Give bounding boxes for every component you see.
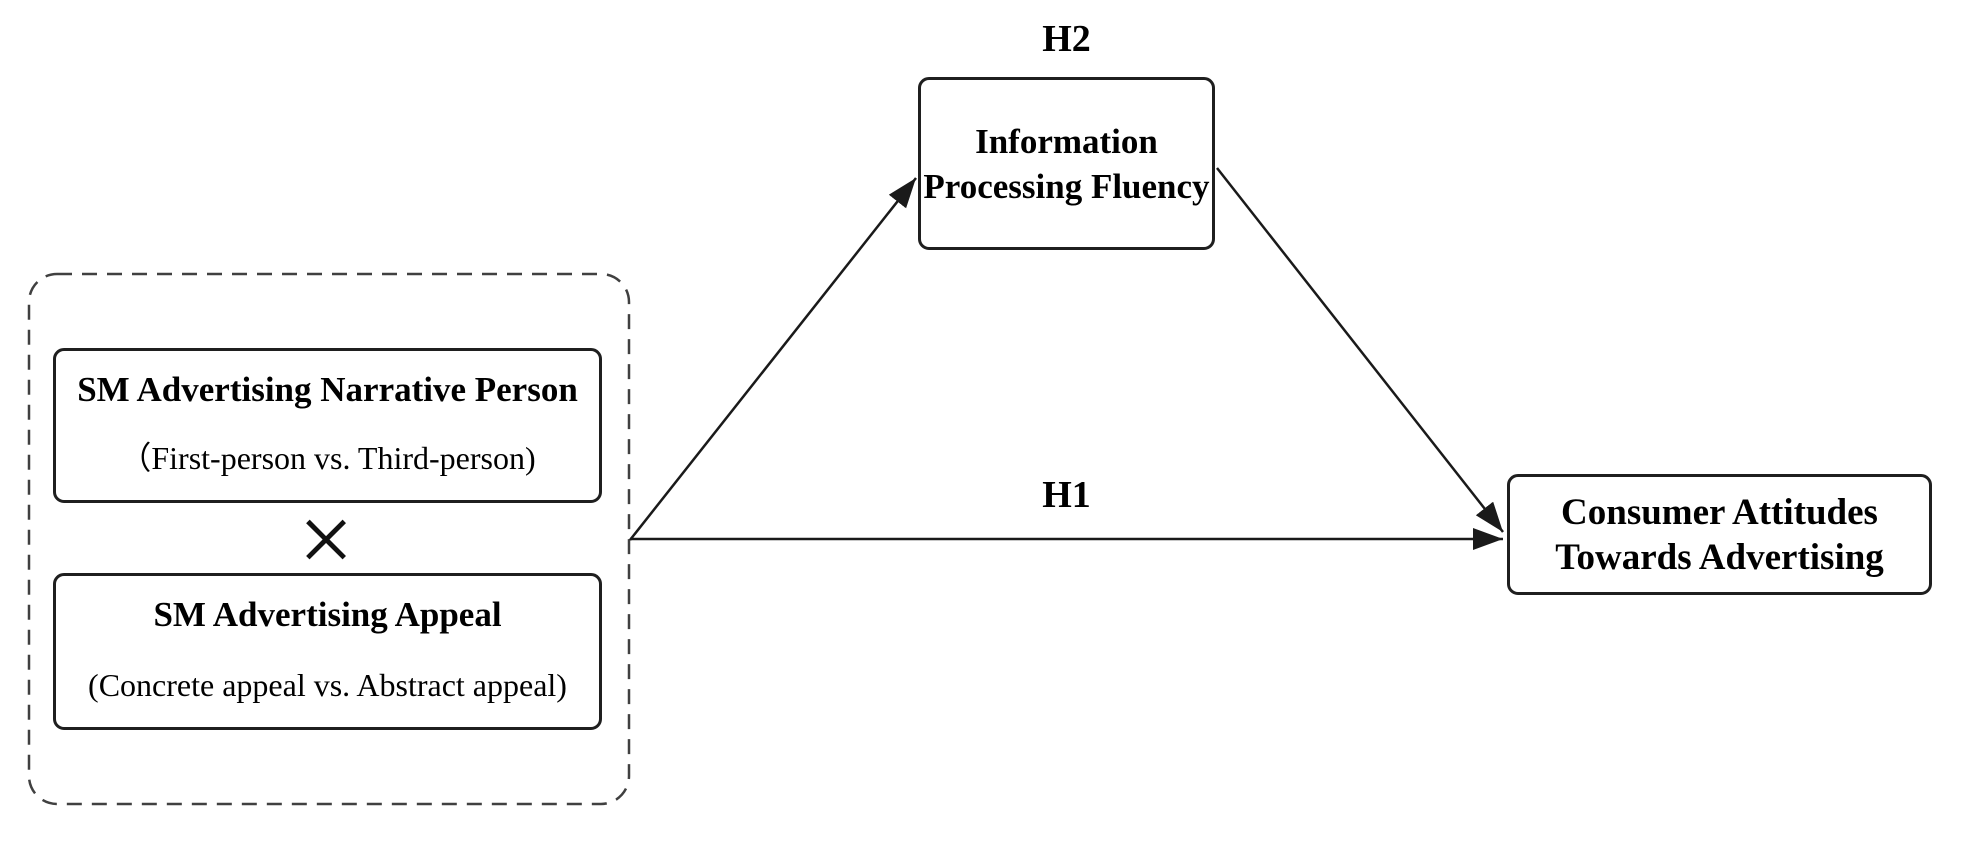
dependent-variable-label: Consumer Attitudes Towards Advertising [1555,491,1884,578]
narrative-person-title: SM Advertising Narrative Person [77,370,578,409]
advertising-appeal-title: SM Advertising Appeal [153,595,502,634]
arrow-iv-to-mediator [629,177,917,541]
dependent-variable-box: Consumer Attitudes Towards Advertising [1507,474,1932,595]
advertising-appeal-levels: (Concrete appeal vs. Abstract appeal) [88,667,567,703]
narrative-person-box: SM Advertising Narrative Person （First-p… [53,348,602,503]
mediator-label: Information Processing Fluency [923,121,1210,206]
narrative-person-levels: （First-person vs. Third-person) [119,440,536,476]
independent-variables-group-outline [27,272,631,806]
hypothesis-h1-label: H1 [1042,474,1091,516]
arrow-mediator-to-dv [1216,167,1504,533]
advertising-appeal-box: SM Advertising Appeal (Concrete appeal v… [53,573,602,730]
hypothesis-h2-label: H2 [1042,18,1091,60]
mediator-box: Information Processing Fluency [918,77,1215,250]
